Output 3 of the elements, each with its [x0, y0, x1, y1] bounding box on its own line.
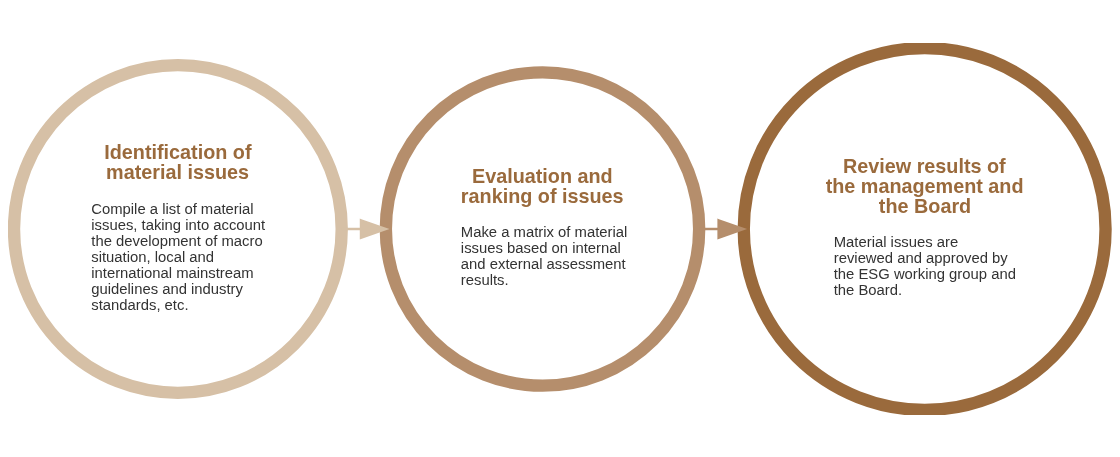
node-circle: Evaluation and ranking of issues Make a matrix of material issues based on internal and external assessment results. [379, 65, 706, 392]
node-circle: Review results of the management and the Board Material issues are reviewed and approved by the ESG working group and the Board. [737, 42, 1112, 415]
node-circle: Identification of material issues Compile a list of material issues, taking into account the development of macro situation, local and international mainstream guidelines and industry standards, etc. [8, 58, 348, 399]
